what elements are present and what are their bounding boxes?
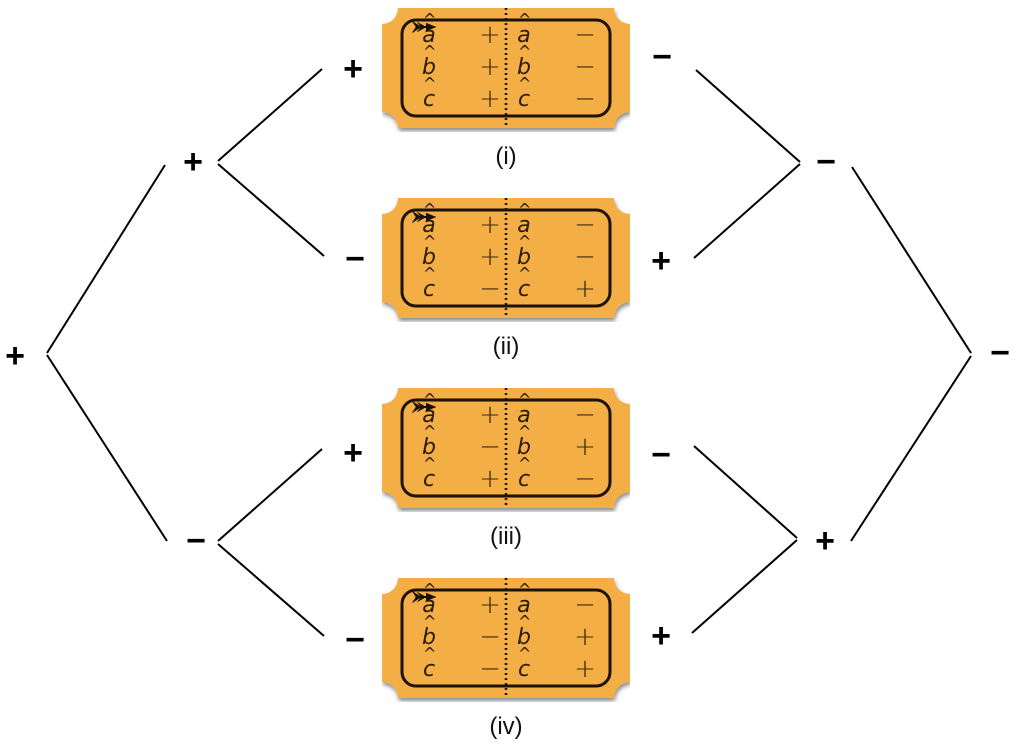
outcome-sign: + bbox=[479, 20, 501, 50]
double-arrow-icon bbox=[412, 211, 436, 223]
variable-hat: c bbox=[513, 454, 535, 492]
ticket-row: c− bbox=[412, 401, 596, 494]
ticket-row: c+ bbox=[412, 591, 596, 684]
ticket-row: c+ bbox=[412, 401, 501, 494]
ticket-label: (i) bbox=[495, 143, 517, 170]
variable-hat: c bbox=[418, 644, 440, 682]
outcome-sign: − bbox=[574, 464, 596, 494]
branch-line bbox=[851, 166, 972, 354]
branch-line bbox=[217, 543, 325, 637]
outcome-sign: + bbox=[479, 84, 501, 114]
ticket-4: a+b−c− a−b+c+ bbox=[382, 578, 630, 700]
left-level1-sign: − bbox=[186, 522, 206, 560]
final-sign: − bbox=[990, 334, 1010, 372]
outcome-sign: − bbox=[479, 622, 501, 652]
branch-line bbox=[693, 445, 798, 539]
left-level2-sign: − bbox=[345, 621, 365, 659]
branch-line bbox=[695, 69, 801, 163]
variable-hat: c bbox=[418, 74, 440, 112]
branch-line bbox=[217, 163, 325, 257]
outcome-sign: + bbox=[574, 622, 596, 652]
right-level2-sign: − bbox=[651, 436, 671, 474]
ticket-row: c− bbox=[412, 591, 501, 684]
right-level1-sign: − bbox=[816, 143, 836, 181]
ticket-label: (iii) bbox=[490, 523, 522, 550]
ticket-left-half: a+b−c− bbox=[412, 580, 507, 686]
ticket-right-half: a−b−c− bbox=[412, 10, 602, 116]
ticket-left-half: a+b+c− bbox=[412, 200, 507, 306]
ticket-label: (iv) bbox=[489, 713, 523, 740]
ticket-label: (ii) bbox=[492, 333, 520, 360]
ticket-shape bbox=[382, 8, 630, 128]
ticket-3: a+b−c+ a−b+c− bbox=[382, 388, 630, 510]
branch-line bbox=[693, 163, 801, 259]
ticket-row: c− bbox=[412, 21, 596, 114]
ticket-1: a+b+c+ a−b−c− bbox=[382, 8, 630, 130]
left-level2-sign: + bbox=[343, 50, 363, 88]
ticket-shape bbox=[382, 578, 630, 698]
left-level2-sign: − bbox=[345, 240, 365, 278]
outcome-sign: − bbox=[574, 590, 596, 620]
outcome-sign: + bbox=[574, 274, 596, 304]
variable-hat: c bbox=[418, 264, 440, 302]
outcome-sign: + bbox=[479, 52, 501, 82]
outcome-sign: − bbox=[574, 400, 596, 430]
ticket-2: a+b+c− a−b−c+ bbox=[382, 198, 630, 320]
ticket-row: c− bbox=[412, 211, 501, 304]
variable-hat: c bbox=[513, 264, 535, 302]
ticket-left-half: a+b+c+ bbox=[412, 10, 507, 116]
outcome-sign: + bbox=[479, 210, 501, 240]
right-level2-sign: − bbox=[652, 38, 672, 76]
outcome-sign: − bbox=[479, 274, 501, 304]
branch-line bbox=[217, 68, 323, 162]
outcome-sign: − bbox=[479, 654, 501, 684]
right-level2-sign: + bbox=[651, 617, 671, 655]
outcome-sign: + bbox=[574, 432, 596, 462]
variable-hat: c bbox=[513, 74, 535, 112]
branch-line bbox=[217, 448, 323, 542]
variable-hat: c bbox=[513, 644, 535, 682]
outcome-sign: + bbox=[479, 242, 501, 272]
branch-line bbox=[46, 164, 166, 354]
outcome-sign: − bbox=[574, 20, 596, 50]
variable-hat: c bbox=[418, 454, 440, 492]
outcome-sign: − bbox=[574, 52, 596, 82]
ticket-left-half: a+b−c+ bbox=[412, 390, 507, 496]
ticket-row: c+ bbox=[412, 21, 501, 114]
ticket-shape bbox=[382, 388, 630, 508]
root-sign: + bbox=[5, 337, 25, 375]
left-level2-sign: + bbox=[343, 434, 363, 472]
double-arrow-icon bbox=[412, 21, 436, 33]
outcome-sign: + bbox=[574, 654, 596, 684]
outcome-sign: + bbox=[479, 464, 501, 494]
double-arrow-icon bbox=[412, 591, 436, 603]
branch-line bbox=[691, 539, 798, 634]
branch-line bbox=[850, 355, 972, 542]
outcome-sign: − bbox=[574, 242, 596, 272]
ticket-right-half: a−b+c− bbox=[412, 390, 602, 496]
left-level1-sign: + bbox=[183, 143, 203, 181]
ticket-right-half: a−b+c+ bbox=[412, 580, 602, 686]
outcome-sign: + bbox=[479, 590, 501, 620]
branch-line bbox=[46, 354, 168, 542]
ticket-shape bbox=[382, 198, 630, 318]
outcome-sign: − bbox=[574, 210, 596, 240]
outcome-sign: − bbox=[479, 432, 501, 462]
ticket-right-half: a−b−c+ bbox=[412, 200, 602, 306]
ticket-row: c+ bbox=[412, 211, 596, 304]
outcome-sign: − bbox=[574, 84, 596, 114]
right-level1-sign: + bbox=[815, 522, 835, 560]
double-arrow-icon bbox=[412, 401, 436, 413]
right-level2-sign: + bbox=[651, 242, 671, 280]
outcome-sign: + bbox=[479, 400, 501, 430]
